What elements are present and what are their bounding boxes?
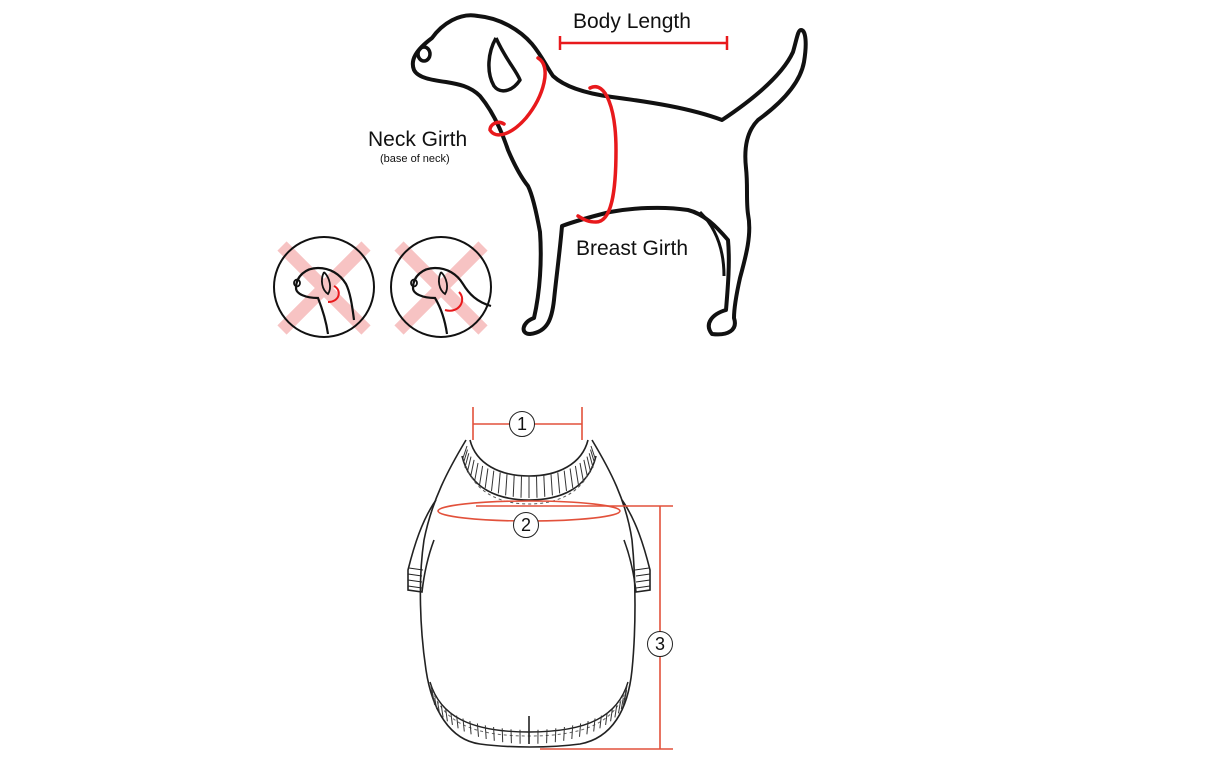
incorrect-neck-measure-low-icon <box>390 236 492 338</box>
dog-ear <box>487 37 522 93</box>
garment-collar-stitch <box>465 465 593 505</box>
measure-3-length <box>540 506 673 750</box>
incorrect-neck-measure-high-icon <box>273 236 375 338</box>
breast-girth-loop <box>576 84 618 224</box>
dog-hind-leg-detail <box>698 210 726 277</box>
body-length-label: Body Length <box>573 10 691 33</box>
neck-girth-loop <box>488 56 547 137</box>
hem-ribbing <box>430 685 628 744</box>
measure-2-chest <box>437 500 673 522</box>
dog-nose <box>416 45 432 63</box>
collar-ribbing <box>462 445 596 498</box>
garment-body-outline <box>419 439 636 748</box>
body-length-indicator <box>558 36 729 50</box>
marker-1: 1 <box>509 411 535 437</box>
dog-outline <box>410 13 808 337</box>
breast-girth-label: Breast Girth <box>576 237 689 260</box>
neck-girth-note: (base of neck) <box>380 153 450 165</box>
left-cuff-ribbing <box>407 567 424 589</box>
right-cuff-ribbing <box>634 567 651 589</box>
garment-left-sleeve <box>407 499 437 593</box>
neck-girth-label: Neck Girth <box>368 128 468 151</box>
marker-3: 3 <box>647 631 673 657</box>
marker-2: 2 <box>513 512 539 538</box>
